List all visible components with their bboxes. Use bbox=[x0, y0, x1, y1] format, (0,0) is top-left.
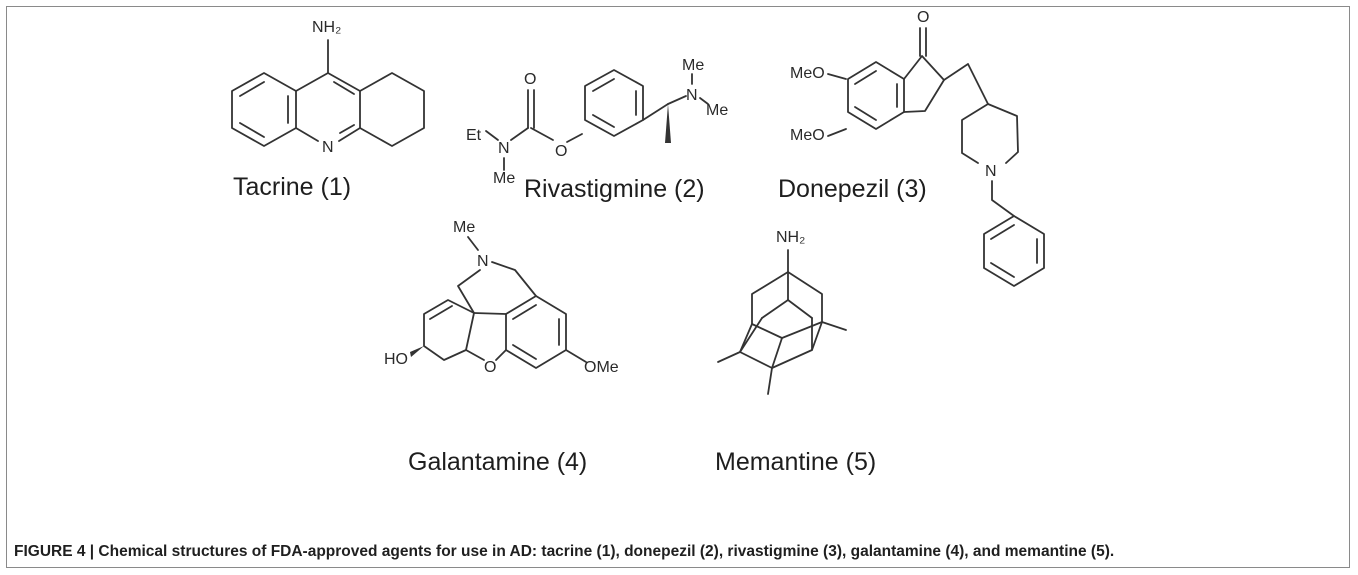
galantamine-ome-label: OMe bbox=[584, 359, 619, 376]
memantine-structure: NH₂ Memantine (5) bbox=[715, 229, 876, 476]
galantamine-me-label: Me bbox=[453, 219, 475, 236]
memantine-nh2-label: NH₂ bbox=[776, 229, 805, 246]
figure-frame bbox=[6, 6, 1350, 568]
figure-caption: FIGURE 4 | Chemical structures of FDA-ap… bbox=[14, 543, 1115, 560]
rivastigmine-me-top-label: Me bbox=[682, 57, 704, 74]
donepezil-meo-bottom-label: MeO bbox=[790, 127, 825, 144]
rivastigmine-amide-n-label: N bbox=[498, 140, 510, 157]
rivastigmine-n-me-label: Me bbox=[493, 170, 515, 187]
rivastigmine-name: Rivastigmine (2) bbox=[524, 175, 705, 203]
donepezil-meo-top-label: MeO bbox=[790, 65, 825, 82]
donepezil-n-label: N bbox=[985, 163, 997, 180]
rivastigmine-me-right-label: Me bbox=[706, 102, 728, 119]
donepezil-structure: MeO MeO O N Donepezil (3) bbox=[778, 9, 1045, 287]
tacrine-name: Tacrine (1) bbox=[233, 173, 351, 201]
tacrine-nh2-label: NH₂ bbox=[312, 19, 341, 36]
memantine-name: Memantine (5) bbox=[715, 448, 876, 476]
rivastigmine-carbonyl-o-label: O bbox=[524, 71, 536, 88]
galantamine-ho-label: HO bbox=[384, 351, 408, 368]
galantamine-ether-o-label: O bbox=[484, 359, 496, 376]
tacrine-n-label: N bbox=[322, 139, 334, 156]
donepezil-ketone-o-label: O bbox=[917, 9, 929, 26]
tacrine-structure: NH₂ N Tacrine (1) bbox=[231, 19, 425, 201]
rivastigmine-amine-n-label: N bbox=[686, 87, 698, 104]
galantamine-n-label: N bbox=[477, 253, 489, 270]
rivastigmine-structure: Et N Me O O N Me Me Rivastigmine (2) bbox=[466, 57, 728, 203]
galantamine-structure: Me N O HO OMe Galantamine (4) bbox=[384, 219, 619, 476]
donepezil-name: Donepezil (3) bbox=[778, 175, 927, 203]
rivastigmine-et-label: Et bbox=[466, 127, 482, 144]
galantamine-name: Galantamine (4) bbox=[408, 448, 587, 476]
rivastigmine-ester-o-label: O bbox=[555, 143, 567, 160]
